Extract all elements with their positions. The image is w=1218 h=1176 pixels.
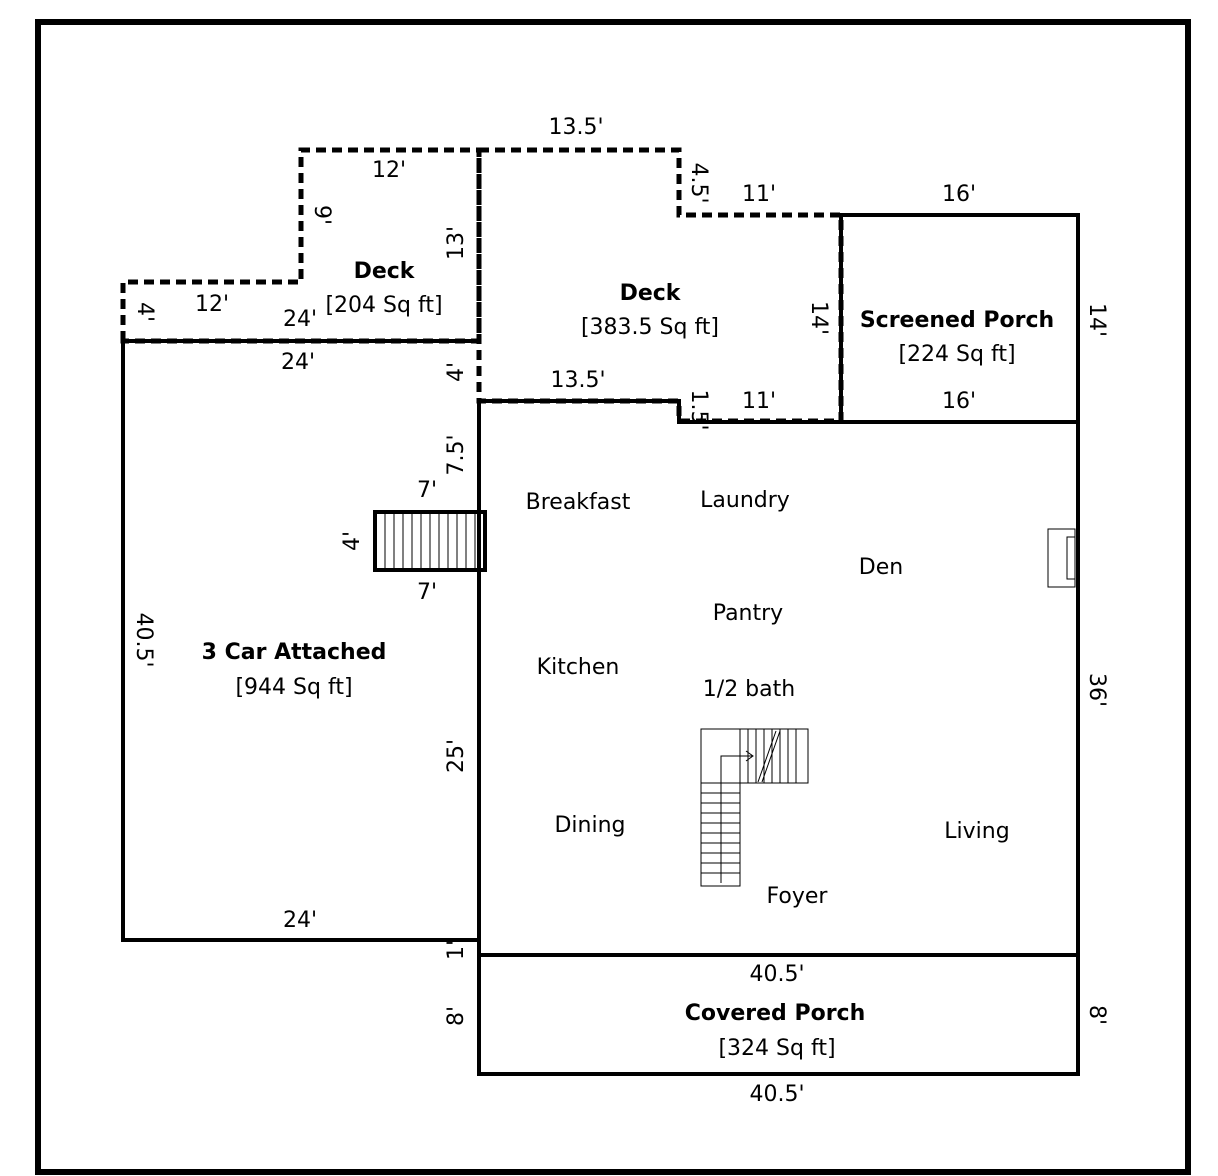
garage-steps <box>373 510 487 572</box>
room-den: Den <box>859 555 903 580</box>
covered-porch-area: [324 Sq ft] <box>718 1036 835 1061</box>
room-breakfast: Breakfast <box>526 490 631 515</box>
dim-deck-top: 13.5' <box>548 115 603 140</box>
dim-deck-right-left: 4' <box>444 362 469 382</box>
page-border <box>35 19 1191 1175</box>
dim-deck-left-step: 12' <box>195 292 229 317</box>
garage-name: 3 Car Attached <box>202 640 387 665</box>
room-dining: Dining <box>554 813 625 838</box>
dim-deck-left-bottom: 24' <box>281 350 315 375</box>
dim-deck-right-side: 14' <box>806 301 831 335</box>
dim-porch-side: 14' <box>1084 303 1109 337</box>
deck-left-name: Deck <box>354 259 416 284</box>
dim-stair-offset: 7.5' <box>444 434 469 475</box>
staircase-icon <box>700 728 809 887</box>
room-kitchen: Kitchen <box>537 655 620 680</box>
dim-covered-left: 8' <box>444 1006 469 1026</box>
room-half-bath: 1/2 bath <box>703 677 795 702</box>
screened-porch-area: [224 Sq ft] <box>898 342 1015 367</box>
deck-right-area: [383.5 Sq ft] <box>581 315 719 340</box>
dim-gap: 1' <box>444 940 469 960</box>
dim-garage-wall: 25' <box>444 739 469 773</box>
dim-deck-right-step2: 1.5' <box>686 389 711 430</box>
fireplace-icon <box>1047 528 1076 588</box>
dim-porch-top: 16' <box>942 182 976 207</box>
dim-porch-bottom: 16' <box>942 389 976 414</box>
dim-deck-left-end: 4' <box>132 302 157 322</box>
dim-stair-bottom: 7' <box>417 580 437 605</box>
room-laundry: Laundry <box>700 488 790 513</box>
garage-outline <box>121 339 479 942</box>
screened-porch-name: Screened Porch <box>860 308 1054 333</box>
dim-covered-bottom: 40.5' <box>749 1082 804 1107</box>
dim-deck-right-bottom2: 11' <box>742 389 776 414</box>
dim-garage-side: 40.5' <box>131 612 156 667</box>
garage-area: [944 Sq ft] <box>235 675 352 700</box>
deck-right-name: Deck <box>620 281 682 306</box>
dim-deck-left-top: 12' <box>372 158 406 183</box>
dim-covered-top: 40.5' <box>749 962 804 987</box>
dim-house-side: 36' <box>1084 673 1109 707</box>
covered-porch-name: Covered Porch <box>685 1001 866 1026</box>
room-foyer: Foyer <box>767 884 829 909</box>
deck-left-area: [204 Sq ft] <box>325 293 442 318</box>
dim-garage-bottom: 24' <box>283 908 317 933</box>
dim-deck-left-inner: 13' <box>444 226 469 260</box>
room-living: Living <box>944 819 1009 844</box>
dim-covered-right: 8' <box>1084 1005 1109 1025</box>
dim-deck-right-top: 11' <box>742 182 776 207</box>
dim-deck-left-side: 9' <box>309 205 334 225</box>
dim-deck-right-step: 4.5' <box>686 162 711 203</box>
dim-stair-side: 4' <box>340 531 365 551</box>
covered-porch-outline <box>477 953 1080 1076</box>
dim-deck-right-bottom: 13.5' <box>550 368 605 393</box>
dim-deck-left-bottom-inner: 24' <box>283 307 317 332</box>
room-pantry: Pantry <box>713 601 783 626</box>
dim-stair-top: 7' <box>417 478 437 503</box>
